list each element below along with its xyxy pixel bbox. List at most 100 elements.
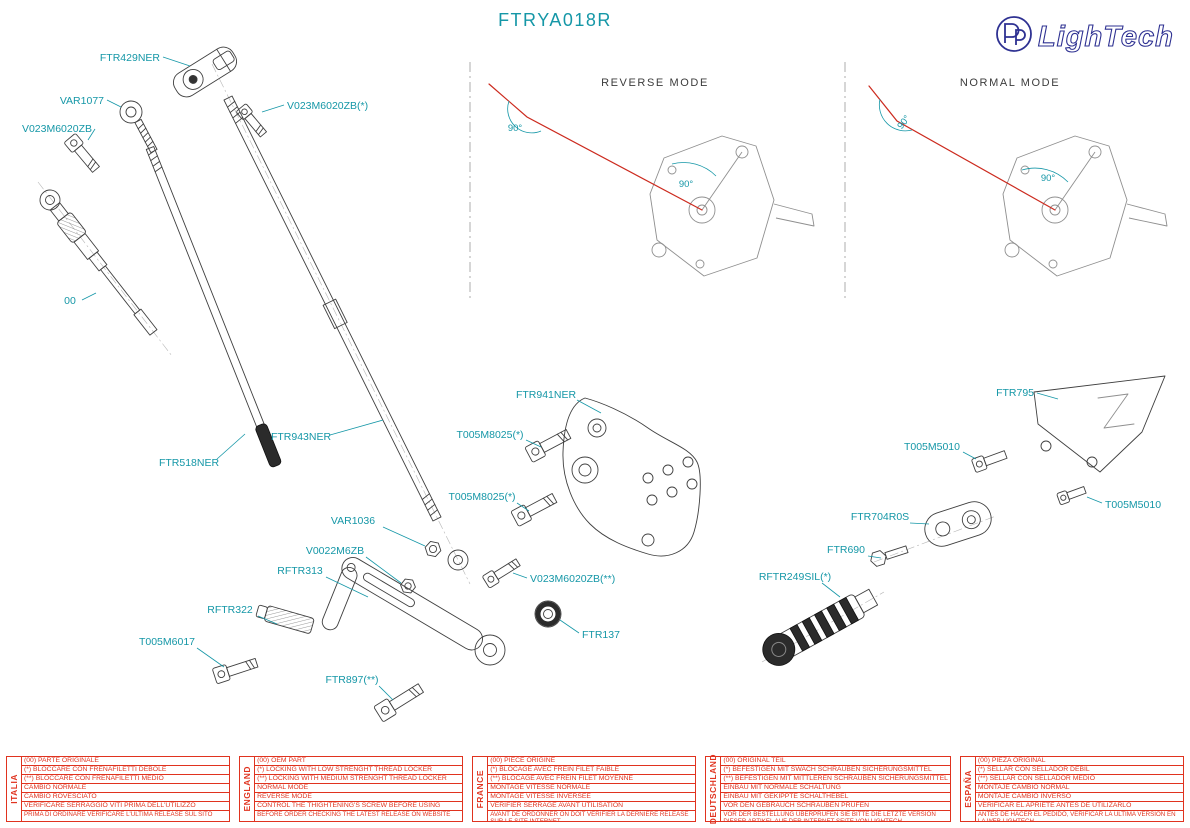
legend-row: VERIFICAR EL APRIETE ANTES DE UTILIZARLO [975, 802, 1183, 811]
part-drawing-ftr795 [1033, 375, 1166, 473]
legend-table-france: FRANCE (00) PIECE ORIGINE (*) BLOCAGE AV… [472, 756, 697, 822]
part-drawing-var1077 [119, 100, 158, 154]
legend-row: (*) LOCKING WITH LOW STRENGHT THREAD LOC… [255, 766, 463, 775]
reverse-mode-sketch [649, 135, 815, 277]
legend-row: (00) ORIGINAL TEIL [721, 757, 950, 766]
part-label: V023M6020ZB [22, 123, 92, 135]
part-label: T005M5010 [904, 441, 960, 453]
part-drawing-v023m6020zb-2star [482, 558, 521, 588]
page-title: FTRYA018R [498, 10, 612, 30]
part-drawing-oem-00 [39, 189, 158, 336]
legend-language-label: DEUTSCHLAND [706, 754, 722, 824]
part-label: FTR690 [827, 544, 865, 556]
part-drawing-rftr313 [321, 557, 506, 666]
legend-row: CAMBIO NORMALE [22, 784, 230, 793]
part-drawing-t005m8025-a [525, 429, 572, 463]
legend-table-deutschland: DEUTSCHLAND (00) ORIGINAL TEIL (*) BEFES… [705, 754, 951, 824]
part-label: RFTR249SIL(*) [759, 571, 831, 583]
reverse-angle-arc-top [507, 100, 542, 134]
part-label: RFTR322 [207, 604, 253, 616]
part-drawing-ftr690 [870, 545, 909, 567]
part-drawing-ftr704r0s [924, 501, 992, 547]
legend-row: (00) PIEZA ORIGINAL [975, 757, 1183, 766]
part-label: RFTR313 [277, 565, 323, 577]
section-separators [469, 62, 846, 300]
legend-row: (*) BLOCCARE CON FRENAFILETTI DEBOLE [22, 766, 230, 775]
legend-row: AVANT DE ORDONNER ON DOIT VÉRIFIER LA DE… [490, 811, 689, 821]
part-drawing-v023m6020zb-star [236, 103, 267, 138]
part-drawing-rftr249sil [762, 588, 879, 666]
part-label: VAR1077 [60, 95, 104, 107]
normal-mode-header: NORMAL MODE [960, 77, 1060, 89]
legend-row: (**) LOCKING WITH MEDIUM STRENGHT THREAD… [255, 775, 463, 784]
lightech-logo: LighTech [996, 16, 1174, 54]
part-drawing-v0022m6zb [400, 578, 416, 594]
part-label: FTR518NER [159, 457, 220, 469]
part-label: FTR704R0S [851, 511, 909, 523]
legend-row: (*) BEFESTIGEN MIT SWACH SCHRAUBEN SICHE… [721, 766, 950, 775]
part-label: 00 [64, 295, 76, 307]
legend-row: BEFORE ORDER CHECKING THE LATEST RELEASE… [257, 811, 451, 818]
legend-row: (00) PIECE ORIGINE [488, 757, 696, 766]
part-label: FTR897(**) [325, 674, 378, 686]
leader-lines [81, 56, 1103, 701]
lightech-logo-text: LighTech [1038, 21, 1174, 53]
normal-mode-sketch [1002, 135, 1168, 277]
reverse-linkage-rod [488, 83, 703, 211]
legend-table-italia: ITALIA (00) PARTE ORIGINALE (*) BLOCCARE… [6, 756, 231, 822]
legend-language-label: ESPAÑA [961, 757, 976, 821]
legend-table-england: ENGLAND (00) OEM PART (*) LOCKING WITH L… [239, 756, 464, 822]
legend-tables: ITALIA (00) PARTE ORIGINALE (*) BLOCCARE… [6, 754, 1184, 824]
part-drawing-t005m8025-b [511, 493, 558, 527]
part-drawing-rod-end-lower [447, 549, 469, 571]
legend-row: (*) SELLAR CON SELLADOR DEBIL [975, 766, 1183, 775]
legend-row: NORMAL MODE [255, 784, 463, 793]
legend-row: CONTROL THE THIGHTENING'S SCREW BEFORE U… [255, 802, 463, 811]
part-label: FTR795 [996, 387, 1034, 399]
legend-language-label: ENGLAND [240, 757, 256, 821]
legend-row: MONTAJE CAMBIO NORMAL [975, 784, 1183, 793]
part-drawing-ftr941ner [562, 397, 701, 557]
legend-row: (**) BLOCCARE CON FRENAFILETTI MEDIO [22, 775, 230, 784]
part-label: T005M5010 [1105, 499, 1161, 511]
legend-table-espana: ESPAÑA (00) PIEZA ORIGINAL (*) SELLAR CO… [959, 756, 1184, 822]
legend-row: (**) BEFESTIGEN MIT MITTLEREN SCHRAUBEN … [721, 775, 950, 784]
part-labels: FTR429NER VAR1077 V023M6020ZB V023M6020Z… [22, 52, 1161, 686]
part-label: V0022M6ZB [306, 545, 364, 557]
reverse-angle-label-pivot: 90° [679, 179, 694, 190]
legend-row: (**) SELLAR CON SELLADOR MEDIO [975, 775, 1183, 784]
legend-row: (00) OEM PART [255, 757, 463, 766]
legend-row: VERIFIER SERRAGE AVANT UTILISATION [488, 802, 696, 811]
part-drawing-t005m5010-a [971, 450, 1008, 473]
part-label: V023M6020ZB(**) [530, 573, 615, 585]
lightech-logo-icon [996, 16, 1032, 52]
part-label: VAR1036 [331, 515, 375, 527]
reverse-angle-label-top: 90° [508, 123, 523, 134]
legend-language-label: FRANCE [473, 757, 489, 821]
legend-row: VOR DER BESTELLUNG ÜBERPRÜFEN SIE BITTE … [723, 811, 936, 821]
part-label: FTR941NER [516, 389, 577, 401]
part-label: FTR429NER [100, 52, 161, 64]
legend-row: REVERSE MODE [255, 793, 463, 802]
normal-angle-label-pivot: 90° [1041, 173, 1056, 184]
exploded-diagram: FTRYA018R LighTech REVERSE MODE NORMAL M… [22, 10, 1174, 722]
legend-row: ANTES DE HACER EL PEDIDO, VERIFICAR LA U… [977, 811, 1176, 821]
part-label: FTR943NER [271, 431, 332, 443]
part-drawing-t005m5010-b [1056, 486, 1087, 505]
part-label: T005M8025(*) [456, 429, 523, 441]
legend-row: CAMBIO ROVESCIATO [22, 793, 230, 802]
part-label: T005M6017 [139, 636, 195, 648]
part-drawing-ftr897 [373, 683, 424, 722]
part-label: V023M6020ZB(*) [287, 100, 368, 112]
legend-row: MONTAGE VITESSE INVERSEE [488, 793, 696, 802]
reverse-angle-arc-pivot [671, 162, 717, 177]
part-drawing-ftr429ner [172, 46, 238, 98]
legend-row: (**) BLOCAGE AVEC FREIN FILET MOYENNE [488, 775, 696, 784]
legend-row: PRIMA DI ORDINARE VERIFICARE L'ULTIMA RE… [24, 811, 213, 818]
part-drawing-rftr322 [255, 604, 315, 634]
part-drawing-var1036 [424, 540, 442, 558]
legend-row: MONTAJE CAMBIO INVERSO [975, 793, 1183, 802]
part-drawing-v023m6020zb [64, 133, 100, 173]
normal-angle-arc-top [878, 98, 913, 132]
